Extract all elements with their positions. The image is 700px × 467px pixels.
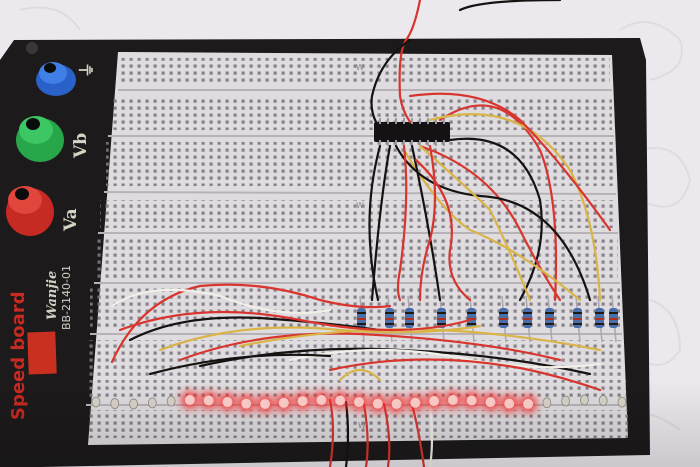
resistor xyxy=(467,295,476,343)
terminal-ground xyxy=(36,62,76,96)
resistor xyxy=(385,295,394,343)
wires xyxy=(110,0,612,467)
terminal-label-va: Va xyxy=(61,208,81,232)
resistor xyxy=(357,295,366,343)
resistor xyxy=(437,295,446,343)
rail-letter-label: W xyxy=(356,63,364,72)
board-model-text: BB-2140-01 xyxy=(60,265,73,330)
resistor xyxy=(523,295,532,343)
board-maker-text: Wanjie xyxy=(45,271,60,320)
resistor xyxy=(405,295,414,343)
terminal-va xyxy=(6,186,54,236)
resistor xyxy=(595,295,604,343)
terminal-label-vb: Vb xyxy=(71,133,91,159)
resistor xyxy=(609,295,618,343)
terminal-vb xyxy=(16,116,64,162)
ic-chip xyxy=(374,118,450,146)
resistor xyxy=(573,295,582,343)
resistor xyxy=(545,295,554,343)
resistors xyxy=(357,295,618,343)
mount-screw xyxy=(26,42,38,54)
ground-symbol: ⏚ xyxy=(77,62,96,78)
rail-letter-label: W xyxy=(356,201,364,210)
